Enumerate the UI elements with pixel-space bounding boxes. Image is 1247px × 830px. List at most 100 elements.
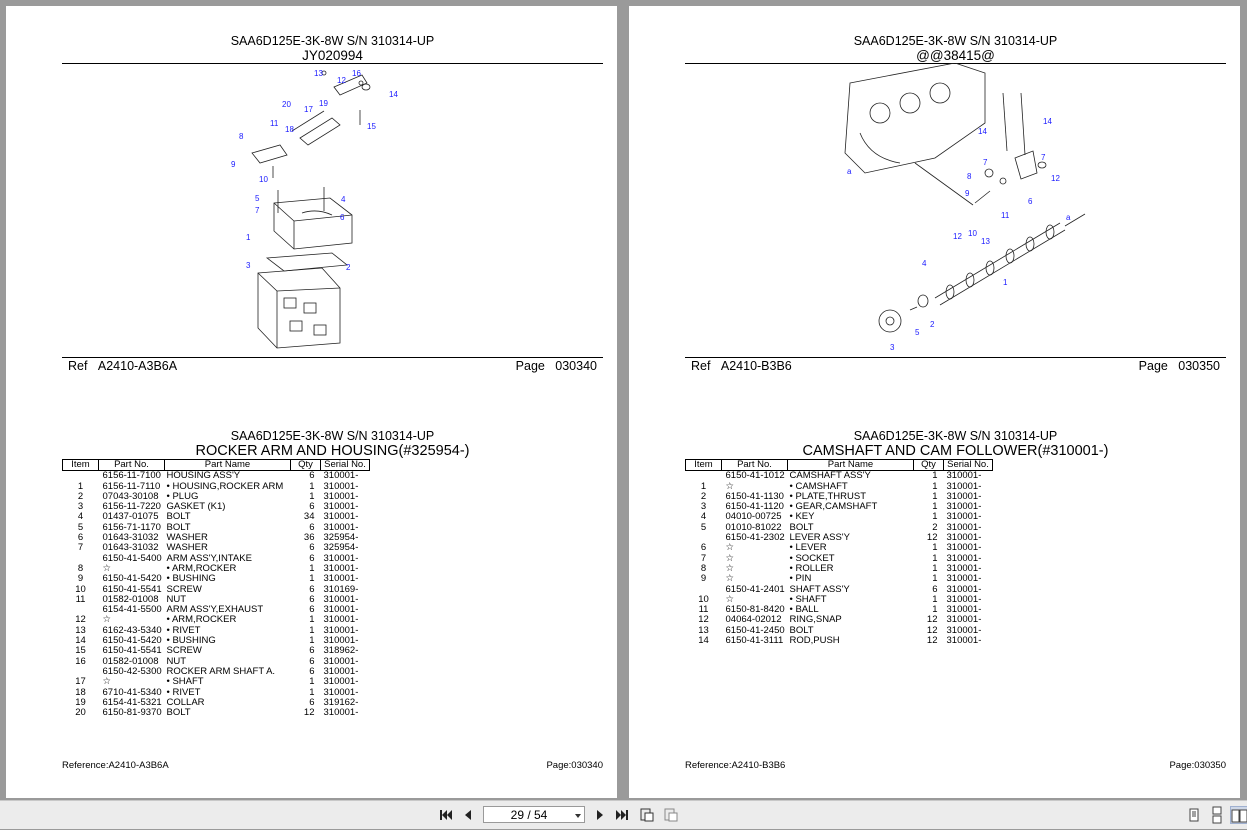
camshaft-diagram: 14 14 7 7 8 12 6 9 11 a 10 12 13 a 4 1 2… xyxy=(844,62,1086,352)
callout-label: 6 xyxy=(1028,197,1033,206)
fit-page-icon xyxy=(640,808,654,822)
last-page-button[interactable] xyxy=(615,808,629,822)
quantity: 1 xyxy=(932,542,938,554)
serial-number: 310001- xyxy=(323,490,359,502)
column-header: Serial No. xyxy=(943,458,993,472)
part-name: • BUSHING xyxy=(166,573,216,585)
item-number: 3 xyxy=(77,501,84,513)
item-number: 11 xyxy=(75,593,86,605)
item-number: 12 xyxy=(75,614,86,626)
item-number: 9 xyxy=(700,573,707,585)
part-name: • SHAFT xyxy=(166,676,204,688)
part-name: SCREW xyxy=(166,583,202,595)
quantity: 1 xyxy=(932,480,938,492)
page-number: Page 030350 xyxy=(1138,359,1220,373)
part-number: ☆ xyxy=(725,562,735,574)
quantity: 1 xyxy=(932,604,938,616)
next-page-icon xyxy=(597,810,603,820)
part-number: ☆ xyxy=(725,542,735,554)
next-page-button[interactable] xyxy=(593,808,607,822)
serial-number: 310001- xyxy=(946,501,982,513)
first-page-button[interactable] xyxy=(439,808,453,822)
ref-info: Ref A2410-A3B6A xyxy=(68,359,178,373)
part-name: • BUSHING xyxy=(166,635,216,647)
quantity: 36 xyxy=(303,532,315,544)
illustration-code: JY020994 xyxy=(302,48,363,63)
page-selector[interactable]: 29 / 54 xyxy=(483,806,585,823)
diagram-rule xyxy=(685,357,1226,358)
part-name: • SHAFT xyxy=(789,593,827,605)
callout-label: a xyxy=(847,167,852,176)
part-number: ☆ xyxy=(102,676,112,688)
fit-width-button[interactable] xyxy=(664,808,678,822)
item-number: 11 xyxy=(698,604,709,616)
quantity: 6 xyxy=(309,470,315,482)
column-header: Part No. xyxy=(98,458,165,472)
part-number: 6150-41-2302 xyxy=(725,532,785,544)
part-name: WASHER xyxy=(166,532,208,544)
facing-view-button[interactable] xyxy=(1230,806,1247,824)
footer-reference: Reference:A2410-B3B6 xyxy=(685,760,786,771)
parts-table: Item Part No. Part Name Qty Serial No. 6… xyxy=(62,458,370,718)
serial-number: 310001- xyxy=(323,624,359,636)
column-header: Item xyxy=(685,458,722,472)
table-header-row: Item Part No. Part Name Qty Serial No. xyxy=(62,458,370,472)
part-number: 01010-81022 xyxy=(725,521,782,533)
part-name: SCREW xyxy=(166,645,202,657)
part-number: 6150-41-1120 xyxy=(725,501,784,513)
callout-label: 14 xyxy=(978,127,987,136)
item-number: 4 xyxy=(77,511,84,523)
part-number: 01643-31032 xyxy=(102,542,159,554)
quantity: 1 xyxy=(309,480,315,492)
quantity: 6 xyxy=(309,665,315,677)
column-header: Serial No. xyxy=(320,458,370,472)
item-number: 8 xyxy=(700,562,707,574)
serial-number: 310001- xyxy=(946,542,982,554)
item-number: 5 xyxy=(77,521,84,533)
prev-page-button[interactable] xyxy=(461,808,475,822)
part-name: RING,SNAP xyxy=(789,614,842,626)
column-header: Item xyxy=(62,458,99,472)
part-name: • RIVET xyxy=(166,624,201,636)
part-name: BOLT xyxy=(789,624,814,636)
part-name: • RIVET xyxy=(166,686,201,698)
serial-number: 310001- xyxy=(323,511,359,523)
prev-page-icon xyxy=(465,810,471,820)
item-number: 19 xyxy=(75,696,86,708)
column-header: Part Name xyxy=(164,458,291,472)
callout-label: 19 xyxy=(319,99,328,108)
serial-number: 310001- xyxy=(946,624,982,636)
part-name: LEVER ASS'Y xyxy=(789,532,850,544)
header-rule xyxy=(62,63,603,64)
single-page-view-icon xyxy=(1189,808,1199,822)
viewer-toolbar: 29 / 54 xyxy=(0,800,1247,829)
item-number: 17 xyxy=(75,676,86,688)
part-name: • HOUSING,ROCKER ARM xyxy=(166,480,284,492)
single-page-view-button[interactable] xyxy=(1185,806,1203,824)
part-number: 6150-41-5541 xyxy=(102,645,162,657)
quantity: 12 xyxy=(926,614,938,626)
serial-number: 310001- xyxy=(946,552,982,564)
serial-number: 310001- xyxy=(946,521,982,533)
quantity: 1 xyxy=(932,593,938,605)
part-number: 6154-41-5321 xyxy=(102,696,162,708)
part-name: NUT xyxy=(166,593,187,605)
serial-number: 310001- xyxy=(323,686,359,698)
parts-table: Item Part No. Part Name Qty Serial No. 6… xyxy=(685,458,993,646)
item-number: 10 xyxy=(75,583,86,595)
fit-page-button[interactable] xyxy=(640,808,654,822)
column-header: Qty xyxy=(290,458,321,472)
callout-label: a xyxy=(1066,213,1071,222)
continuous-view-button[interactable] xyxy=(1208,806,1226,824)
serial-number: 310001- xyxy=(323,593,359,605)
quantity: 12 xyxy=(926,624,938,636)
part-name: • GEAR,CAMSHAFT xyxy=(789,501,878,513)
